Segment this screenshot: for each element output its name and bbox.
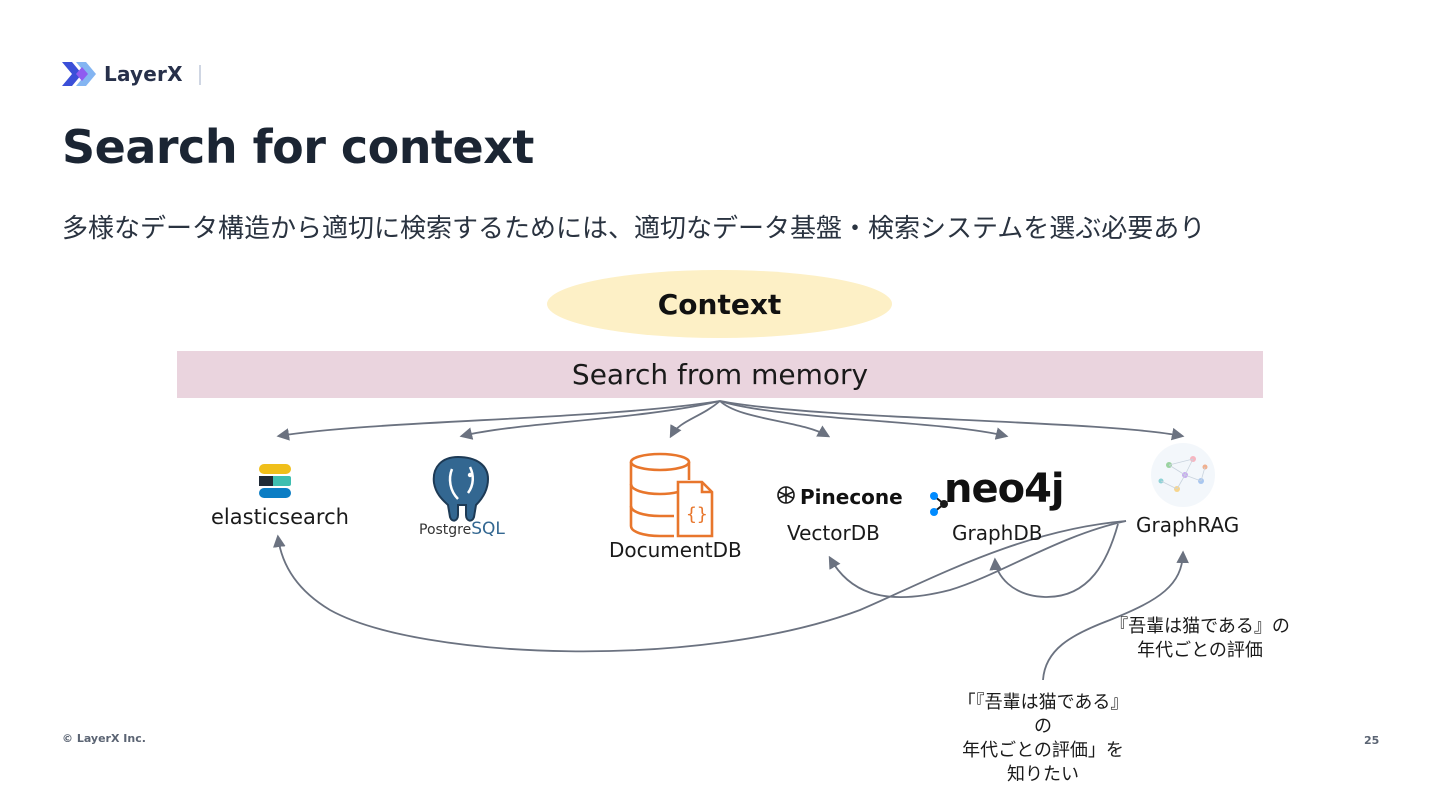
brand-name: LayerX	[104, 62, 183, 86]
elasticsearch-icon	[259, 464, 291, 498]
postgresql-elephant-icon	[432, 455, 490, 522]
brand-separator	[199, 65, 201, 85]
documentdb-label: DocumentDB	[609, 538, 742, 562]
result-note: 『吾輩は猫である』の 年代ごとの評価	[1104, 615, 1296, 663]
arrow-to-pinecone	[719, 400, 831, 438]
result-note-line-2: 年代ごとの評価	[1137, 640, 1263, 661]
query-note-line-2: の	[1034, 716, 1052, 737]
page-number: 25	[1364, 734, 1380, 747]
svg-text:{}: {}	[686, 504, 708, 525]
pinecone-icon	[777, 486, 795, 504]
neo4j-wordmark: neo4j	[944, 466, 1065, 512]
arrow-to-graphrag	[719, 400, 1185, 441]
query-note-line-3: 年代ごとの評価」を	[962, 740, 1124, 761]
arrow-to-documentdb	[669, 400, 721, 439]
page-subtitle: 多様なデータ構造から適切に検索するためには、適切なデータ基盤・検索システムを選ぶ…	[62, 214, 1206, 244]
postgresql-wordmark-pre: Postgre	[419, 522, 472, 538]
search-label: Search from memory	[571, 358, 869, 391]
postgresql-wordmark: PostgreSQL	[419, 519, 505, 539]
query-note-line-1: 「『吾輩は猫である』	[957, 692, 1129, 713]
result-note-line-1: 『吾輩は猫である』の	[1110, 616, 1290, 637]
query-note-line-4: 知りたい	[1007, 764, 1079, 785]
arrow-to-neo4j	[719, 400, 1009, 440]
query-note: 「『吾輩は猫である』 の 年代ごとの評価」を 知りたい	[946, 691, 1140, 787]
graphdb-label: GraphDB	[952, 521, 1043, 545]
elasticsearch-label: elasticsearch	[211, 505, 349, 529]
vectordb-label: VectorDB	[787, 521, 880, 545]
arrow-to-elasticsearch	[276, 400, 721, 441]
search-from-memory-bar: Search from memory	[177, 351, 1263, 398]
pinecone-wordmark: Pinecone	[800, 485, 903, 509]
brand: LayerX	[62, 60, 183, 88]
postgresql-wordmark-post: SQL	[471, 519, 505, 539]
arrow-to-postgres	[459, 400, 721, 440]
context-label: Context	[657, 287, 782, 321]
page-title: Search for context	[62, 120, 534, 174]
graphrag-label: GraphRAG	[1136, 513, 1240, 537]
layerx-logo-icon	[62, 62, 96, 86]
footer-copyright: © LayerX Inc.	[62, 732, 146, 745]
graphrag-network-icon	[1151, 443, 1215, 507]
context-node: Context	[547, 270, 892, 338]
documentdb-icon: {}	[629, 452, 714, 538]
